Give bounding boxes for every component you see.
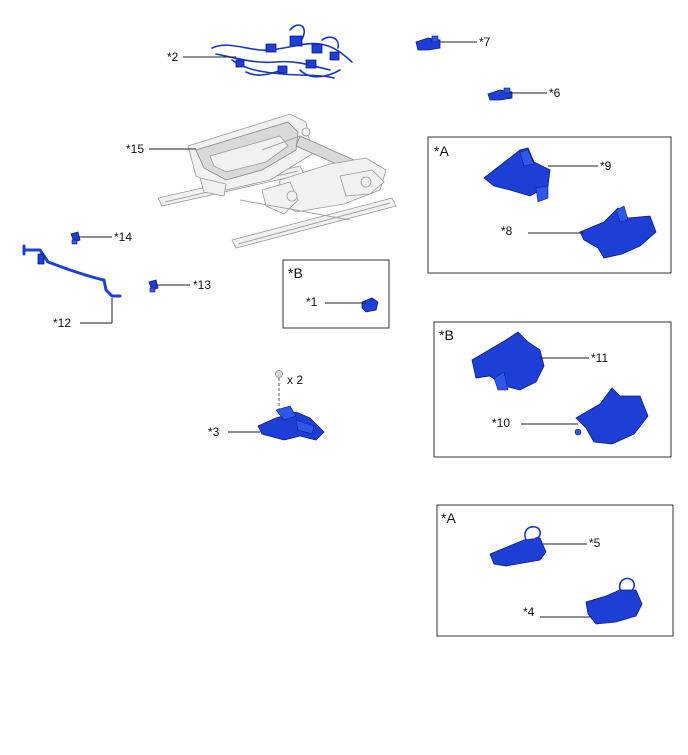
box-label-b-mid: *B <box>439 327 454 343</box>
callout-7: *7 <box>479 35 491 49</box>
part-1-illustration <box>361 297 379 313</box>
box-label-a-bottom: *A <box>441 510 456 526</box>
part-11-illustration <box>471 331 545 391</box>
part-5-illustration <box>489 525 547 567</box>
callout-4: *4 <box>523 605 535 619</box>
callout-6: *6 <box>549 86 561 100</box>
callout-12: *12 <box>53 316 71 330</box>
part-14-illustration <box>70 231 81 245</box>
part-4-illustration <box>585 577 643 625</box>
callout-10: *10 <box>492 416 510 430</box>
callout-11: *11 <box>591 351 608 365</box>
box-label-b-small: *B <box>288 265 303 281</box>
callout-3: *3 <box>208 425 220 439</box>
callout-8: *8 <box>501 224 513 238</box>
quantity-label: x 2 <box>287 373 303 387</box>
callout-15: *15 <box>126 142 144 156</box>
part-10-illustration <box>574 387 649 445</box>
callout-2: *2 <box>167 50 179 64</box>
box-a-bottom <box>436 504 674 637</box>
part-9-illustration <box>483 147 551 203</box>
box-b-small <box>282 259 390 329</box>
box-b-mid <box>433 321 672 458</box>
callout-9: *9 <box>600 159 612 173</box>
box-a-top <box>427 136 672 274</box>
wire-harness-illustration <box>211 24 353 79</box>
part-8-illustration <box>579 205 657 259</box>
callout-14: *14 <box>114 230 132 244</box>
part-6-illustration <box>487 87 513 101</box>
box-label-a-top: *A <box>434 143 449 159</box>
part-13-illustration <box>148 279 159 293</box>
part-7-illustration <box>415 35 441 51</box>
callout-5: *5 <box>589 536 601 550</box>
part-12-illustration <box>22 244 122 298</box>
leader-lines <box>78 41 598 618</box>
seat-frame-illustration <box>157 113 397 249</box>
callout-1: *1 <box>306 295 318 309</box>
part-3-illustration <box>257 370 325 441</box>
callout-13: *13 <box>193 278 211 292</box>
